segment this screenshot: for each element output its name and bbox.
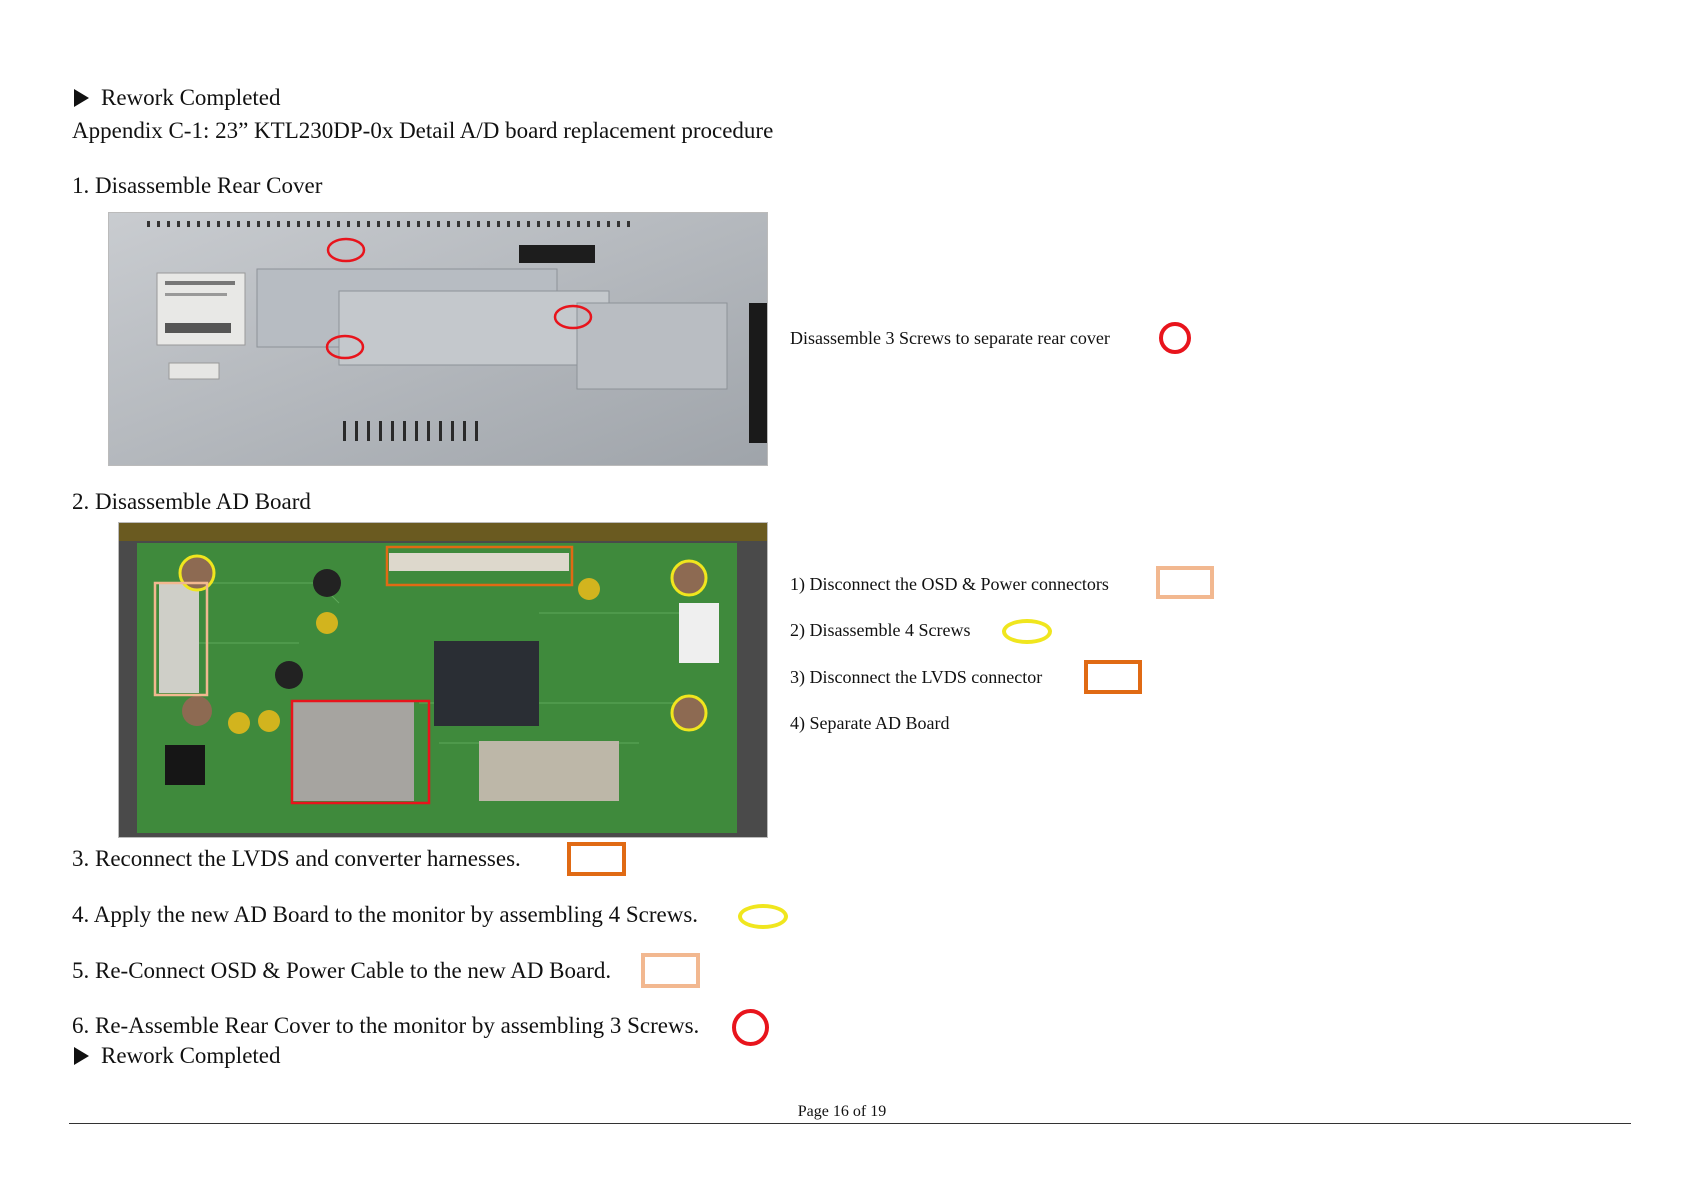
step2-note-2: 2) Disassemble 4 Screws xyxy=(790,620,971,640)
step6-text: 6. Re-Assemble Rear Cover to the monitor… xyxy=(72,1013,700,1038)
step2-note-3: 3) Disconnect the LVDS connector xyxy=(790,667,1043,687)
step3-text: 3. Reconnect the LVDS and converter harn… xyxy=(72,846,521,871)
step2-note-4: 4) Separate AD Board xyxy=(790,713,950,733)
step1-note: Disassemble 3 Screws to separate rear co… xyxy=(790,328,1110,348)
red-circle-marker-icon xyxy=(1159,322,1191,354)
yellow-oval-marker-icon xyxy=(738,904,788,929)
play-triangle-icon xyxy=(74,1047,89,1065)
step2-note-1: 1) Disconnect the OSD & Power connectors xyxy=(790,574,1109,594)
red-circle-marker-icon xyxy=(732,1009,769,1046)
rear-cover-photo xyxy=(108,212,768,466)
step4-text: 4. Apply the new AD Board to the monitor… xyxy=(72,902,699,927)
dark-orange-rect-marker-icon xyxy=(567,842,626,876)
footer-divider xyxy=(69,1123,1631,1124)
step2-heading: 2. Disassemble AD Board xyxy=(72,489,311,514)
step1-heading: 1. Disassemble Rear Cover xyxy=(72,173,323,198)
dark-orange-rect-marker-icon xyxy=(1084,660,1142,694)
step5-text: 5. Re-Connect OSD & Power Cable to the n… xyxy=(72,958,612,983)
play-triangle-icon xyxy=(74,89,89,107)
page-number: Page 16 of 19 xyxy=(797,1103,887,1120)
document-title: Appendix C-1: 23” KTL230DP-0x Detail A/D… xyxy=(72,118,774,143)
light-orange-rect-marker-icon xyxy=(1156,566,1214,599)
yellow-oval-marker-icon xyxy=(1002,619,1052,644)
ad-board-photo xyxy=(118,522,768,838)
rework-completed-top: Rework Completed xyxy=(74,84,281,112)
rework-completed-bottom: Rework Completed xyxy=(74,1042,281,1070)
light-orange-rect-marker-icon xyxy=(641,953,700,988)
